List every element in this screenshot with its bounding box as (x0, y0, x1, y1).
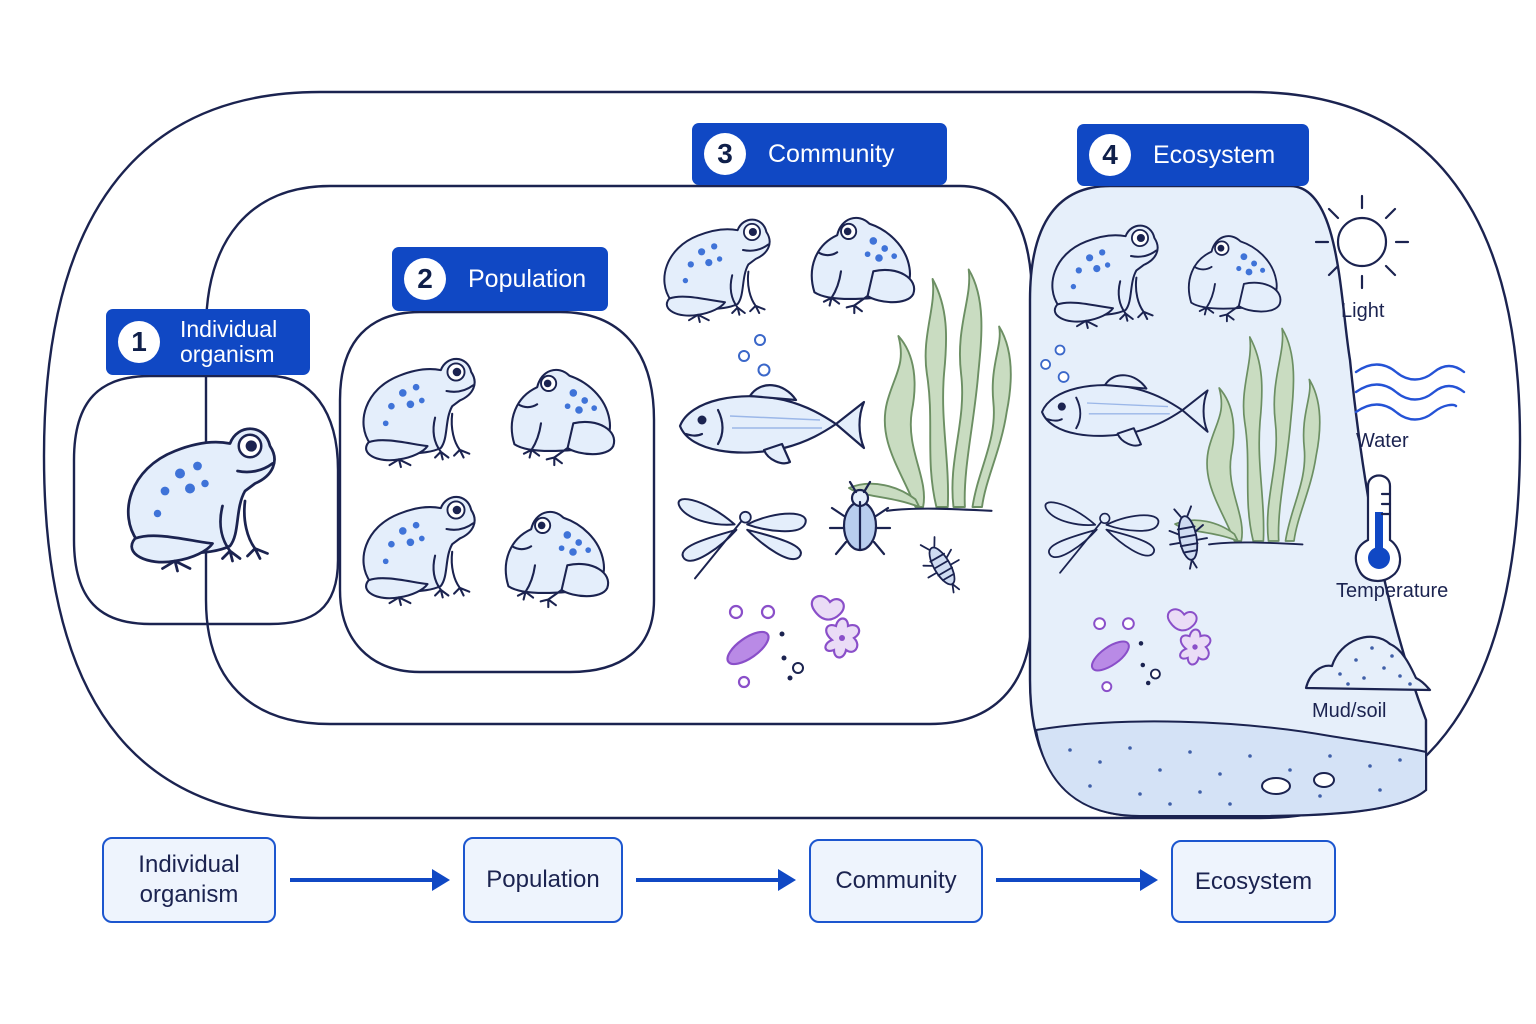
sun-icon (1314, 194, 1410, 290)
level-3-label: 3 Community (692, 123, 947, 185)
flow-step-individual: Individual organism (102, 837, 276, 923)
frog-icon (810, 216, 916, 315)
ecosystem-boundary (42, 90, 1522, 820)
water-label: Water (1356, 430, 1409, 452)
level-1-label: 1 Individual organism (106, 309, 310, 375)
flow-arrow (290, 869, 450, 891)
aquatic-plant-icon (847, 268, 1012, 512)
water-waves-icon (1354, 363, 1466, 421)
frog-icon (663, 218, 771, 323)
level-4-label: 4 Ecosystem (1077, 124, 1309, 186)
level-1-number: 1 (118, 321, 160, 363)
level-2-title: Population (468, 265, 587, 293)
light-label: Light (1341, 300, 1385, 322)
flow-arrow (996, 869, 1158, 891)
level-3-number: 3 (704, 133, 746, 175)
pond-sediment (1034, 720, 1427, 817)
flow-step-population: Population (463, 837, 623, 923)
level-2-label: 2 Population (392, 247, 608, 311)
temperature-label: Temperature (1336, 580, 1449, 602)
frog-icon (504, 510, 610, 609)
frog-icon (362, 495, 476, 607)
pebble (1313, 772, 1335, 788)
insect-larva-icon (911, 531, 973, 601)
flow-arrow (636, 869, 796, 891)
flow-step-community: Community (809, 839, 983, 923)
community-boundary (204, 184, 1034, 726)
level-4-number: 4 (1089, 134, 1131, 176)
level-2-number: 2 (404, 258, 446, 300)
sediment-dots (1068, 746, 1402, 806)
population-boundary (338, 310, 656, 674)
level-4-title: Ecosystem (1153, 141, 1276, 169)
soil-label: Mud/soil (1312, 700, 1387, 722)
individual-boundary (72, 374, 340, 626)
soil-mound-icon (1304, 635, 1432, 692)
level-1-title: Individual organism (180, 316, 278, 367)
frog-icon (362, 357, 476, 469)
flow-step-ecosystem: Ecosystem (1171, 840, 1336, 923)
fish-icon (678, 384, 866, 465)
frog-icon (126, 427, 276, 573)
dragonfly-icon (677, 498, 807, 580)
thermometer-icon (1354, 474, 1402, 582)
level-3-title: Community (768, 140, 895, 168)
microorganisms-icon (721, 594, 861, 689)
frog-icon (510, 368, 616, 467)
pebble (1261, 777, 1291, 795)
bubbles-icon (738, 334, 771, 377)
